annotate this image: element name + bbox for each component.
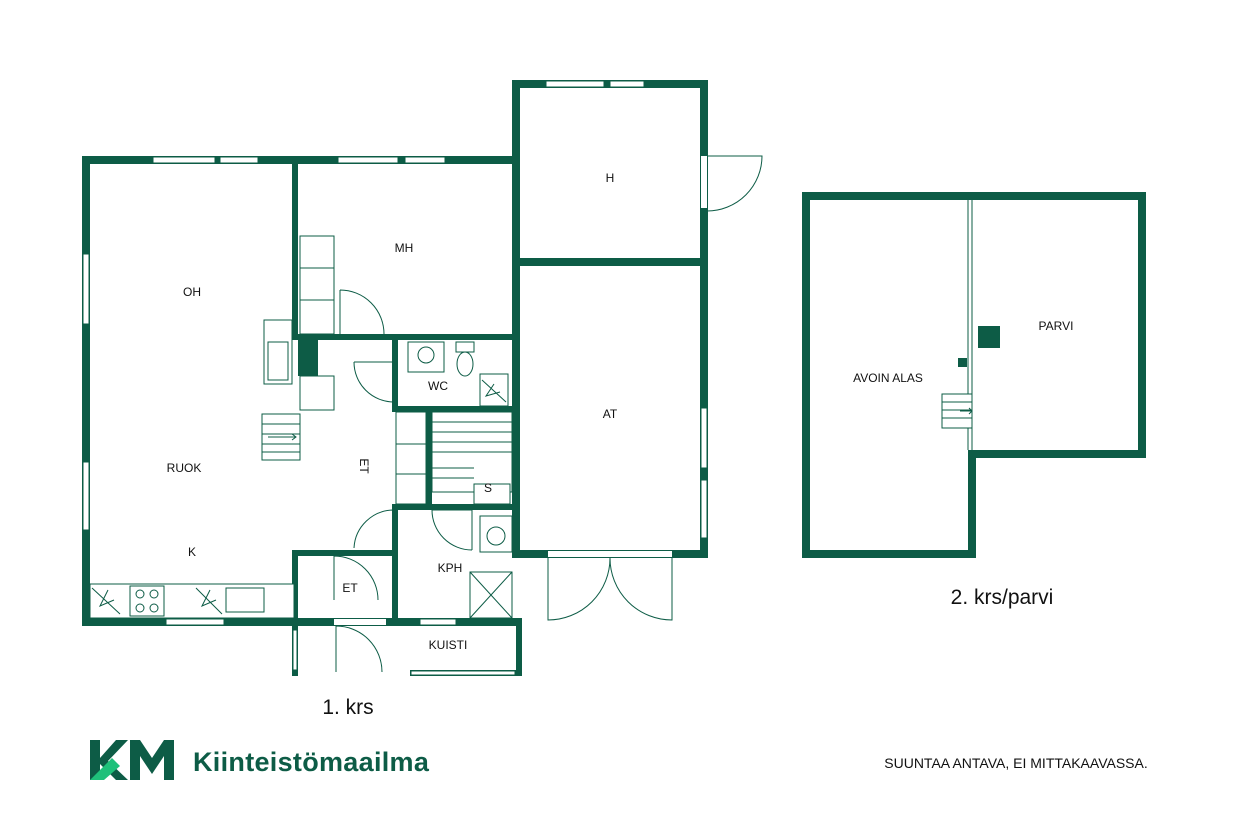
room-label-s: S — [484, 481, 492, 495]
window — [419, 618, 457, 626]
appliance-icon — [481, 379, 507, 403]
window — [700, 479, 708, 539]
room-label-et-entry: ET — [342, 581, 358, 595]
cabinet — [395, 411, 427, 505]
window — [82, 461, 90, 531]
room-label-h: H — [606, 171, 615, 185]
wall — [292, 164, 298, 340]
door — [353, 361, 395, 403]
brand-name: Kiinteistömaailma — [193, 747, 430, 777]
wall — [298, 334, 512, 340]
door — [609, 557, 673, 621]
appliance-icon — [195, 587, 223, 615]
room-label-mh: MH — [395, 241, 414, 255]
room-label-oh: OH — [183, 285, 201, 299]
window — [410, 670, 516, 676]
toilet — [456, 351, 474, 377]
door-opening — [548, 551, 672, 557]
window — [165, 618, 225, 626]
room-label-at: AT — [603, 407, 618, 421]
stair-arrow-icon — [268, 433, 297, 441]
door — [335, 625, 383, 673]
toilet-tank — [455, 341, 475, 353]
wall — [82, 618, 522, 626]
window — [545, 80, 605, 88]
wall — [968, 450, 976, 558]
room-label-parvi: PARVI — [1039, 319, 1074, 333]
chimney — [978, 326, 1000, 348]
room-label-et-hall: ET — [357, 458, 371, 474]
door — [353, 509, 395, 549]
appliance-icon — [91, 587, 121, 615]
wall — [968, 450, 1146, 458]
window — [337, 156, 399, 164]
room-label-kuisti: KUISTI — [429, 638, 468, 652]
wall — [392, 504, 398, 622]
window — [700, 407, 708, 469]
kitchen-sink — [225, 587, 265, 613]
stove — [129, 585, 165, 617]
room-label-wc: WC — [428, 379, 448, 393]
window — [609, 80, 645, 88]
second-floor-plan: AVOIN ALAS PARVI 2. krs/parvi — [802, 192, 1146, 609]
window — [404, 156, 446, 164]
room-label-ruok: RUOK — [167, 461, 202, 475]
floor-title-first: 1. krs — [322, 696, 373, 719]
room-label-k: K — [188, 545, 196, 559]
window — [82, 253, 90, 325]
wall — [516, 626, 522, 676]
door — [706, 155, 763, 212]
door-opening — [701, 156, 707, 208]
shower-panel — [479, 373, 509, 407]
fireplace-hearth — [267, 341, 289, 381]
wall — [82, 156, 520, 164]
door — [339, 289, 385, 338]
stair-block — [299, 375, 335, 411]
wall — [292, 550, 298, 622]
door — [547, 557, 611, 621]
wall — [392, 340, 398, 412]
room-label-kph: KPH — [438, 561, 463, 575]
fixtures — [89, 235, 513, 619]
brand-logo: Kiinteistömaailma — [90, 740, 430, 780]
wall — [426, 412, 432, 508]
wall — [802, 192, 1146, 200]
window — [152, 156, 216, 164]
wall — [292, 550, 396, 556]
wall — [700, 80, 708, 558]
wall — [82, 156, 90, 626]
wall — [802, 192, 810, 558]
sauna-stove — [473, 483, 511, 505]
door — [431, 509, 473, 551]
door — [333, 555, 379, 601]
wall — [392, 406, 512, 412]
disclaimer-text: SUUNTAA ANTAVA, EI MITTAKAAVASSA. — [884, 755, 1147, 771]
door-opening — [334, 619, 386, 625]
km-logo-icon — [90, 740, 174, 780]
stair-block — [299, 235, 335, 335]
doors — [333, 155, 763, 673]
window — [292, 629, 298, 671]
window — [219, 156, 259, 164]
sink — [479, 515, 513, 553]
wall — [1138, 192, 1146, 458]
wall — [802, 550, 976, 558]
wall — [512, 258, 708, 266]
wall — [512, 80, 520, 558]
chimney — [298, 340, 318, 376]
wall — [392, 504, 512, 510]
room-label-avoin-alas: AVOIN ALAS — [853, 371, 923, 385]
floor-title-second: 2. krs/parvi — [951, 586, 1054, 609]
post — [958, 358, 967, 367]
first-floor-plan: OH RUOK K MH WC ET S KPH ET KUISTI H AT … — [82, 80, 763, 719]
stair-arrow-icon — [960, 407, 973, 415]
